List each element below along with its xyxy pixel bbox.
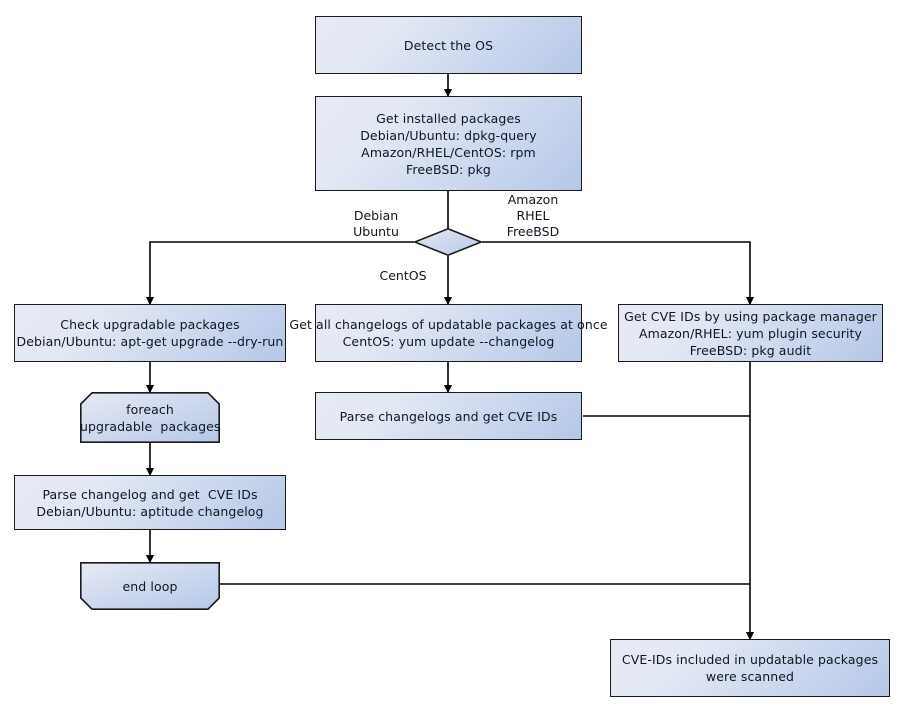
- node-detect-os-label: Detect the OS: [403, 37, 494, 53]
- node-get-installed-packages-line3: Amazon/RHEL/CentOS: rpm: [361, 144, 536, 160]
- node-foreach-loop[interactable]: foreach upgradable packages: [80, 392, 220, 443]
- node-get-all-changelogs-line1: Get all changelogs of updatable packages…: [289, 317, 608, 332]
- node-cve-ids-scanned-line1: CVE-IDs included in updatable packages: [621, 652, 879, 667]
- node-get-all-changelogs-line2: CentOS: yum update --changelog: [342, 334, 555, 349]
- node-check-upgradable-packages-line2: Debian/Ubuntu: apt-get upgrade --dry-run: [16, 334, 284, 349]
- node-cve-ids-scanned[interactable]: CVE-IDs included in updatable packages w…: [610, 639, 890, 697]
- edge-label-center-branch: CentOS: [379, 268, 427, 283]
- decision-diamond-shape: [412, 227, 484, 257]
- node-get-installed-packages[interactable]: Get installed packages Debian/Ubuntu: dp…: [315, 96, 582, 191]
- edge-label-right-branch: Amazon RHEL FreeBSD: [506, 192, 560, 239]
- edge-decision-left: [145, 241, 414, 306]
- foreach-loop-shape: [80, 392, 220, 443]
- node-get-all-changelogs[interactable]: Get all changelogs of updatable packages…: [289, 304, 608, 362]
- node-get-installed-packages-line1: Get installed packages: [376, 110, 521, 126]
- node-check-upgradable-packages[interactable]: Check upgradable packages Debian/Ubuntu:…: [14, 304, 286, 362]
- node-end-loop[interactable]: end loop: [80, 562, 220, 610]
- node-get-cve-package-manager-line1: Get CVE IDs by using package manager: [624, 308, 877, 324]
- node-get-cve-package-manager[interactable]: Get CVE IDs by using package manager Ama…: [618, 304, 883, 362]
- node-check-upgradable-packages-line1: Check upgradable packages: [60, 317, 240, 332]
- node-foreach-loop-line1: foreach: [126, 401, 174, 417]
- node-parse-changelog-debian[interactable]: Parse changelog and get CVE IDs Debian/U…: [14, 475, 286, 530]
- node-parse-changelog-debian-line2: Debian/Ubuntu: aptitude changelog: [36, 503, 264, 519]
- node-get-cve-package-manager-line3: FreeBSD: pkg audit: [689, 342, 812, 358]
- node-parse-changelog-debian-line1: Parse changelog and get CVE IDs: [42, 486, 258, 502]
- edge-label-left-branch: Debian Ubuntu: [353, 208, 399, 239]
- node-get-installed-packages-line2: Debian/Ubuntu: dpkg-query: [360, 127, 537, 143]
- node-parse-changelogs-centos-label: Parse changelogs and get CVE IDs: [339, 408, 558, 424]
- node-detect-os[interactable]: Detect the OS: [315, 16, 582, 74]
- node-end-loop-label: end loop: [122, 578, 178, 594]
- node-get-installed-packages-line4: FreeBSD: pkg: [406, 161, 491, 177]
- node-get-cve-package-manager-line2: Amazon/RHEL: yum plugin security: [638, 325, 863, 341]
- node-cve-ids-scanned-line2: were scanned: [705, 669, 795, 684]
- node-parse-changelogs-centos[interactable]: Parse changelogs and get CVE IDs: [315, 392, 582, 440]
- end-loop-shape: [80, 562, 220, 610]
- edge-decision-right: [482, 241, 755, 306]
- node-foreach-loop-line2: upgradable packages: [80, 418, 221, 434]
- node-os-decision[interactable]: [412, 227, 484, 257]
